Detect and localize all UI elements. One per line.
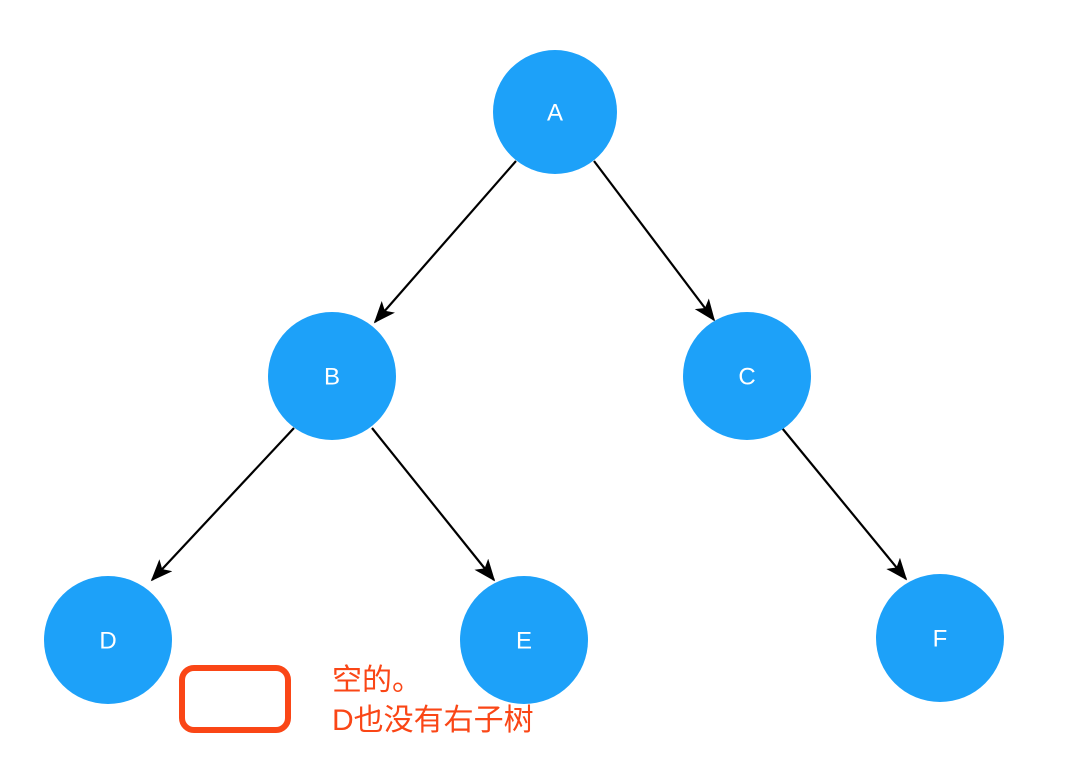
node-circle-a[interactable]: [493, 50, 617, 174]
tree-node-f[interactable]: F: [876, 574, 1004, 702]
tree-node-e[interactable]: E: [460, 576, 588, 704]
edge-a-to-b: [373, 160, 517, 324]
node-circle-d[interactable]: [44, 576, 172, 704]
tree-node-a[interactable]: A: [493, 50, 617, 174]
edge-a-to-c: [593, 160, 716, 322]
empty-subtree-placeholder-box: [179, 665, 291, 733]
edge-group: [150, 160, 908, 582]
annotation-note-line-2: D也没有右子树: [332, 704, 534, 737]
node-group: A B C D E F: [44, 50, 1004, 704]
edge-c-to-f: [781, 427, 908, 581]
node-circle-c[interactable]: [683, 312, 811, 440]
tree-node-d[interactable]: D: [44, 576, 172, 704]
node-circle-b[interactable]: [268, 312, 396, 440]
node-circle-f[interactable]: [876, 574, 1004, 702]
annotation-group: 空的。 D也没有右子树: [179, 664, 534, 737]
edge-b-to-d: [150, 427, 295, 582]
edge-b-to-e: [371, 427, 496, 582]
tree-node-c[interactable]: C: [683, 312, 811, 440]
tree-node-b[interactable]: B: [268, 312, 396, 440]
node-circle-e[interactable]: [460, 576, 588, 704]
annotation-note-line-1: 空的。: [332, 664, 422, 697]
